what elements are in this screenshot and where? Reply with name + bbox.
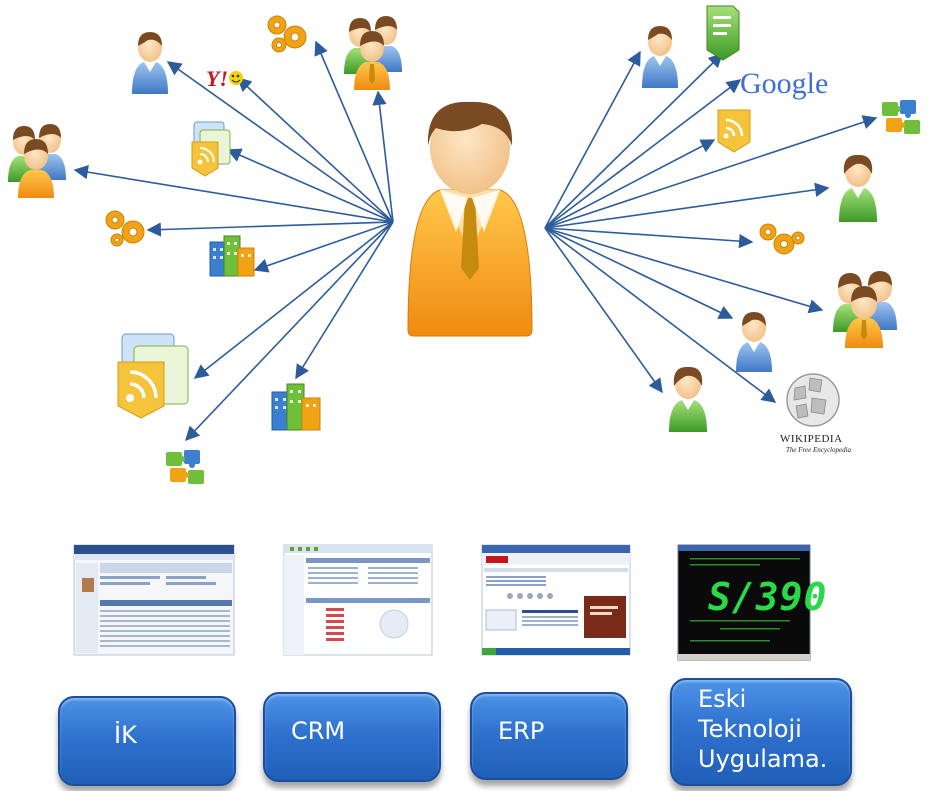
arrow [544, 50, 641, 229]
legacy-terminal-screenshot: S/390 [677, 544, 827, 661]
user-icon [736, 312, 772, 372]
arrow [295, 221, 394, 380]
hr-app-screenshot [73, 544, 235, 656]
crm-system-label: CRM [291, 717, 346, 745]
rss-feed-icon [191, 121, 231, 177]
terminal-big-text: S/390 [708, 575, 827, 619]
user-group-icon [833, 271, 897, 348]
hr-system-label: İK [114, 721, 137, 749]
arrow [544, 227, 777, 403]
legacy-system-button[interactable]: Eski Teknoloji Uygulama. [670, 678, 852, 786]
arrows-left [73, 40, 394, 442]
arrow [166, 61, 394, 223]
user-group-icon [344, 16, 402, 90]
hr-system-button[interactable]: İK [58, 696, 236, 786]
google-logo: Google [740, 67, 828, 100]
arrow [185, 221, 394, 442]
crm-system-button[interactable]: CRM [263, 692, 441, 782]
erp-system-label: ERP [498, 717, 545, 745]
gears-icon [267, 15, 307, 53]
arrow [236, 77, 394, 223]
arrow [544, 227, 824, 314]
yahoo-logo-text: Y! [206, 66, 228, 91]
arrows-right [544, 50, 878, 403]
user-group-icon [8, 124, 66, 198]
arrow [544, 52, 724, 229]
user-icon [839, 154, 877, 222]
erp-portal-screenshot [481, 544, 631, 656]
arrow [73, 164, 394, 223]
arrow [146, 221, 394, 237]
google-logo-text: Google [740, 67, 828, 100]
yahoo-logo: Y! [206, 66, 243, 91]
buildings-icon [271, 383, 321, 431]
arrow [372, 90, 394, 223]
puzzle-icon [166, 450, 204, 484]
arrow [544, 115, 878, 229]
gears-icon [759, 223, 805, 255]
gears-icon [105, 210, 145, 247]
buildings-icon [209, 235, 255, 277]
user-icon [132, 32, 168, 94]
arrow [314, 40, 394, 223]
arrow [544, 79, 742, 229]
crm-app-screenshot [283, 544, 433, 656]
arrow [226, 148, 394, 223]
user-icon [669, 366, 707, 432]
erp-system-button[interactable]: ERP [470, 692, 628, 780]
legacy-system-label: Eski Teknoloji Uygulama. [698, 685, 828, 773]
wikipedia-tagline: The Free Encyclopedia [786, 446, 852, 454]
user-icon [642, 26, 678, 88]
rss-feed-icon [717, 109, 751, 153]
puzzle-icon [882, 100, 920, 134]
document-icon [706, 5, 740, 61]
rss-feed-icon [117, 333, 189, 419]
central-user-icon [407, 101, 533, 337]
wikipedia-wordmark: WIKIPEDIA [780, 433, 843, 445]
arrow [544, 182, 830, 229]
arrow [544, 139, 716, 229]
arrow [193, 221, 394, 379]
arrow [544, 227, 754, 249]
arrow [253, 221, 394, 273]
arrow [544, 227, 663, 394]
arrow [544, 227, 734, 319]
wikipedia-logo: WIKIPEDIA The Free Encyclopedia [780, 373, 852, 454]
